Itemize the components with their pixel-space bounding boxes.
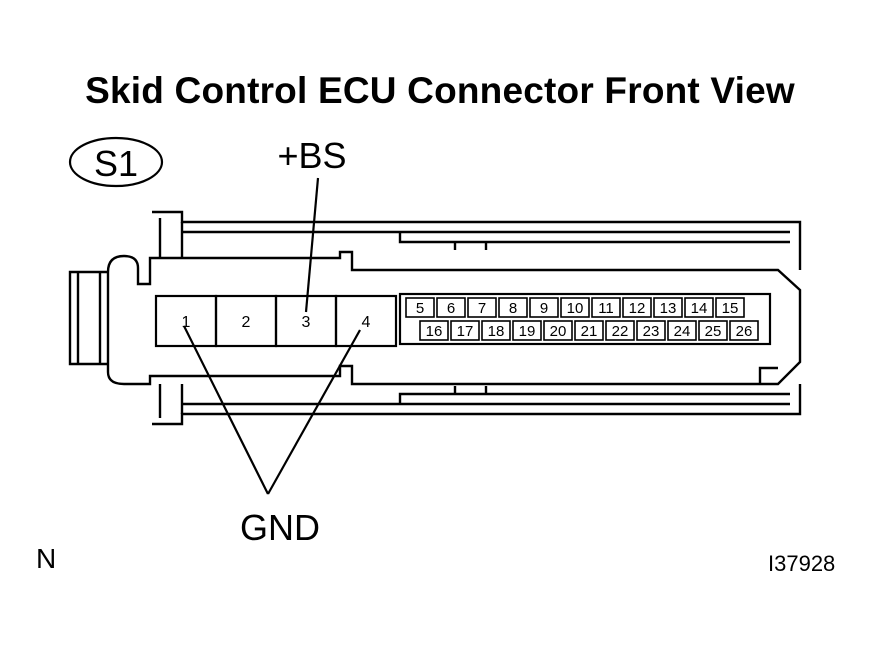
small-pin-label: 18 <box>488 323 505 340</box>
small-pin-5: 5 <box>405 297 435 318</box>
large-pin-2: 2 <box>214 294 278 348</box>
small-pin-12: 12 <box>622 297 652 318</box>
bs-leader-line <box>304 177 320 313</box>
small-pin-block <box>398 292 772 346</box>
small-pin-14: 14 <box>684 297 714 318</box>
connector-housing <box>68 210 802 426</box>
small-pin-8: 8 <box>498 297 528 318</box>
small-pin-18: 18 <box>481 320 511 341</box>
small-pin-22: 22 <box>605 320 635 341</box>
small-pin-label: 9 <box>540 300 548 317</box>
small-pin-10: 10 <box>560 297 590 318</box>
small-pin-label: 15 <box>722 300 739 317</box>
large-pin-1: 1 <box>154 294 218 348</box>
small-pin-label: 23 <box>643 323 660 340</box>
small-pin-17: 17 <box>450 320 480 341</box>
leader-lines <box>183 177 361 495</box>
large-pin-label: 3 <box>302 314 311 331</box>
connector-code-label: S1 <box>94 143 138 184</box>
small-pin-21: 21 <box>574 320 604 341</box>
small-pin-label: 5 <box>416 300 424 317</box>
small-pin-7: 7 <box>467 297 497 318</box>
small-pin-label: 6 <box>447 300 455 317</box>
small-pin-15: 15 <box>715 297 745 318</box>
small-pin-23: 23 <box>636 320 666 341</box>
small-pin-label: 7 <box>478 300 486 317</box>
small-pin-13: 13 <box>653 297 683 318</box>
small-pin-label: 22 <box>612 323 629 340</box>
small-pin-26: 26 <box>729 320 759 341</box>
small-pin-label: 26 <box>736 323 753 340</box>
bs-label: +BS <box>277 135 346 176</box>
small-pin-label: 19 <box>519 323 536 340</box>
small-pin-9: 9 <box>529 297 559 318</box>
diagram-title: Skid Control ECU Connector Front View <box>85 70 795 111</box>
small-pin-label: 17 <box>457 323 474 340</box>
small-pin-label: 12 <box>629 300 646 317</box>
large-pin-row: 1 2 3 4 <box>154 294 398 348</box>
corner-mark: N <box>36 543 57 574</box>
small-pin-label: 13 <box>660 300 677 317</box>
small-pin-label: 11 <box>598 300 614 317</box>
small-pin-20: 20 <box>543 320 573 341</box>
small-pin-label: 10 <box>567 300 584 317</box>
gnd-leader-line-1 <box>183 325 269 495</box>
small-pin-label: 14 <box>691 300 708 317</box>
gnd-leader-line-4 <box>267 329 361 495</box>
large-pin-label: 1 <box>182 314 191 331</box>
connector-code-badge: S1 <box>68 136 164 188</box>
large-pin-4: 4 <box>334 294 398 348</box>
small-pin-24: 24 <box>667 320 697 341</box>
small-pin-11: 11 <box>591 297 621 318</box>
small-pin-row-bottom: 16 17 18 19 20 21 22 23 24 25 26 <box>419 320 759 341</box>
small-pin-16: 16 <box>419 320 449 341</box>
small-pin-label: 16 <box>426 323 443 340</box>
small-pin-label: 20 <box>550 323 567 340</box>
small-pin-19: 19 <box>512 320 542 341</box>
small-pin-label: 8 <box>509 300 517 317</box>
small-pin-row-top: 5 6 7 8 9 10 11 12 13 14 15 <box>405 297 745 318</box>
gnd-label: GND <box>240 507 320 548</box>
small-pin-25: 25 <box>698 320 728 341</box>
figure-id: I37928 <box>768 551 836 576</box>
large-pin-label: 2 <box>242 314 251 331</box>
small-pin-label: 24 <box>674 323 691 340</box>
small-pin-6: 6 <box>436 297 466 318</box>
large-pin-label: 4 <box>362 314 371 331</box>
small-pin-label: 21 <box>581 323 598 340</box>
small-pin-label: 25 <box>705 323 722 340</box>
